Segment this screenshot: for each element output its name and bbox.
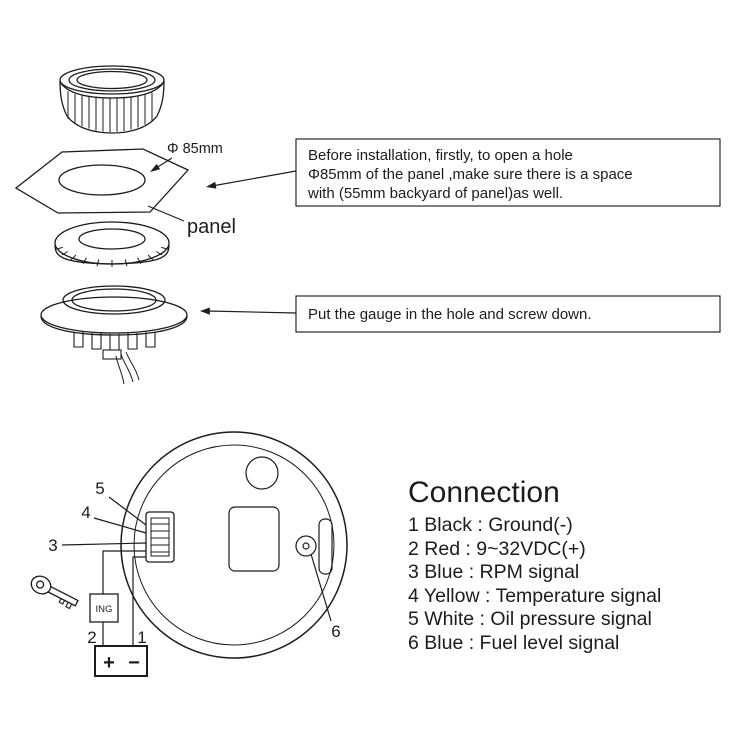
pin3-label: 3 bbox=[48, 536, 57, 555]
connection-title: Connection bbox=[408, 476, 560, 509]
panel-plate-drawing bbox=[14, 148, 190, 222]
box1-line2: Φ85mm of the panel ,make sure there is a… bbox=[308, 166, 633, 183]
connection-item-3: 3 Blue : RPM signal bbox=[408, 561, 579, 583]
ignition-key-icon bbox=[30, 575, 79, 610]
hole-diameter-label: Φ 85mm bbox=[167, 141, 223, 157]
box2-arrowhead bbox=[200, 307, 210, 315]
box2-line1: Put the gauge in the hole and screw down… bbox=[308, 306, 592, 323]
wiring-lines bbox=[61, 496, 332, 646]
mounted-gauge-drawing bbox=[40, 285, 188, 385]
pin4-label: 4 bbox=[81, 503, 90, 522]
connection-legend: Connection 1 Black : Ground(-) 2 Red : 9… bbox=[408, 476, 661, 654]
connection-item-6: 6 Blue : Fuel level signal bbox=[408, 632, 619, 654]
pin6-label: 6 bbox=[331, 622, 340, 641]
instruction-box-1: Before installation, firstly, to open a … bbox=[206, 138, 721, 207]
ignition-box bbox=[89, 593, 119, 623]
box1-line1: Before installation, firstly, to open a … bbox=[308, 147, 573, 164]
mounting-nut-drawing bbox=[54, 221, 170, 267]
box1-line3: with (55mm backyard of panel)as well. bbox=[307, 185, 563, 202]
panel-label: panel bbox=[187, 216, 236, 238]
connection-item-4: 4 Yellow : Temperature signal bbox=[408, 585, 661, 607]
hole-arrowhead bbox=[150, 163, 161, 172]
ignition-label: ING bbox=[96, 604, 113, 615]
pin5-label: 5 bbox=[95, 479, 104, 498]
wire1-label: 1 bbox=[137, 628, 146, 647]
connection-item-1: 1 Black : Ground(-) bbox=[408, 514, 573, 536]
connection-item-2: 2 Red : 9~32VDC(+) bbox=[408, 538, 586, 560]
wire2-label: 2 bbox=[87, 628, 96, 647]
box1-arrowhead bbox=[206, 181, 217, 189]
wire-connector bbox=[145, 511, 175, 563]
connection-item-5: 5 White : Oil pressure signal bbox=[408, 608, 652, 630]
fuel-signal-terminal bbox=[295, 535, 317, 557]
instruction-box-2: Put the gauge in the hole and screw down… bbox=[200, 295, 721, 333]
battery-plus: + bbox=[103, 652, 115, 674]
battery-minus: − bbox=[128, 652, 140, 674]
gauge-body-drawing bbox=[59, 65, 165, 134]
gauge-back-drawing bbox=[120, 431, 348, 659]
battery-drawing: + − bbox=[94, 645, 148, 677]
